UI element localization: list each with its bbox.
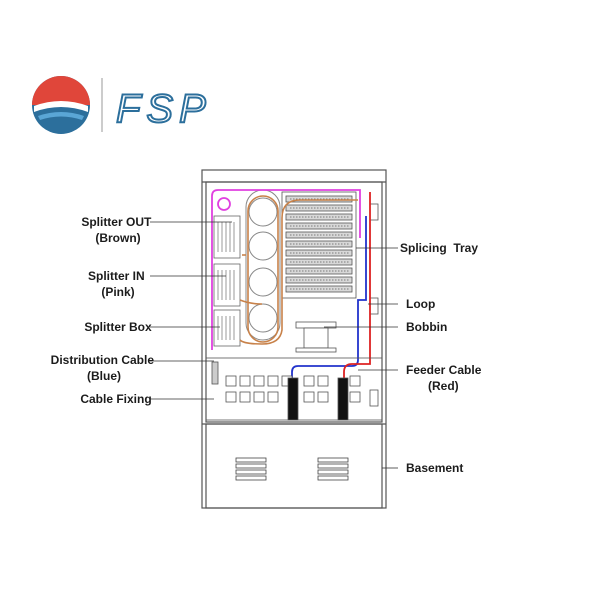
label-splitter-out: Splitter OUT (Brown) — [81, 215, 154, 245]
bobbin — [295, 321, 337, 353]
fsp-logo: FSP — [32, 76, 212, 134]
left-labels: Splitter OUT (Brown) Splitter IN (Pink) … — [51, 215, 158, 406]
distribution-cable — [291, 216, 367, 420]
right-labels: Splicing Tray Loop Bobbin Feeder Cable (… — [400, 241, 495, 475]
feeder-cable — [343, 192, 371, 420]
splitter-in-fibre — [211, 189, 361, 350]
cable-fixing-row — [205, 357, 383, 421]
label-loop: Loop — [406, 297, 435, 311]
label-splitter-box: Splitter Box — [84, 320, 152, 334]
loop-rings — [245, 189, 281, 341]
logo-emblem-icon — [32, 76, 90, 134]
label-basement: Basement — [406, 461, 463, 475]
label-feeder-cable: Feeder Cable (Red) — [406, 363, 485, 393]
label-cable-fixing: Cable Fixing — [80, 392, 151, 406]
label-splitter-in: Splitter IN (Pink) — [88, 269, 148, 299]
leader-lines — [150, 221, 398, 469]
label-splicing-tray: Splicing Tray — [400, 241, 495, 255]
basement-vents — [235, 457, 349, 481]
logo-wordmark: FSP — [116, 87, 212, 131]
splicing-tray-stack — [281, 191, 357, 299]
label-bobbin: Bobbin — [406, 320, 447, 334]
label-distribution-cable: Distribution Cable (Blue) — [51, 353, 158, 383]
splitter-box-column — [213, 215, 241, 347]
splitter-out-fibre — [239, 195, 358, 345]
door-hinges — [369, 203, 379, 407]
cabinet-body — [201, 169, 387, 509]
